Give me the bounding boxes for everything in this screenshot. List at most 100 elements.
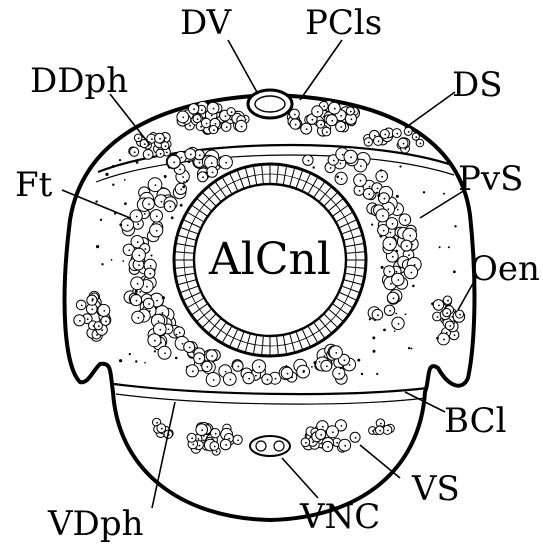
ventral-cell-nucleus — [214, 446, 216, 448]
pericardial-cell-nucleus — [340, 115, 342, 117]
fat-cell-nucleus — [189, 347, 191, 349]
fat-cell-nucleus — [409, 235, 411, 237]
pericardial-cell-nucleus — [312, 119, 314, 121]
pericardial-cell-nucleus — [374, 135, 376, 137]
fat-cell-nucleus — [161, 201, 163, 203]
fat-cell-nucleus — [159, 329, 161, 331]
label-pcls: PCls — [305, 3, 382, 43]
fat-cell-nucleus — [287, 373, 289, 375]
pericardial-cell-nucleus — [206, 123, 208, 125]
hemocyte-dot — [453, 270, 456, 273]
fat-cell-nucleus — [349, 364, 351, 366]
leader-pcls — [300, 40, 342, 100]
pericardial-cell-nucleus — [317, 111, 319, 113]
fat-cell-nucleus — [138, 255, 140, 257]
pericardial-cell-nucleus — [226, 126, 228, 128]
fat-cell-nucleus — [148, 303, 150, 305]
pericardial-cell-nucleus — [326, 131, 328, 133]
fat-cell-nucleus — [405, 219, 407, 221]
hemocyte-dot — [136, 161, 139, 164]
oenocyte-nucleus — [443, 339, 445, 341]
hemocyte-dot — [186, 180, 188, 182]
pericardial-cell-nucleus — [384, 134, 386, 136]
label-pvs: PvS — [458, 159, 523, 199]
oenocyte-nucleus — [103, 310, 105, 312]
oenocyte-nucleus — [101, 329, 103, 331]
fat-cell-nucleus — [158, 320, 160, 322]
fat-cell-nucleus — [138, 264, 140, 266]
fat-cell-nucleus — [192, 370, 194, 372]
hemocyte-dot — [376, 373, 378, 375]
fat-cell-nucleus — [162, 312, 164, 314]
oenocyte-nucleus — [447, 300, 449, 302]
hemocyte-dot — [122, 260, 124, 262]
ventral-cell-nucleus — [387, 430, 389, 432]
fat-cell-nucleus — [182, 343, 184, 345]
fat-cell-nucleus — [156, 230, 158, 232]
pericardial-cell-nucleus — [351, 118, 353, 120]
hemocyte-dot — [439, 246, 441, 248]
pericardial-cell-nucleus — [215, 123, 217, 125]
label-vnc: VNC — [299, 497, 380, 537]
fat-cell-nucleus — [180, 189, 182, 191]
hemocyte-dot — [124, 202, 127, 205]
pericardial-cell-nucleus — [134, 151, 136, 153]
fat-cell-nucleus — [229, 379, 231, 381]
hemocyte-dot — [336, 176, 339, 179]
pericardial-cell-nucleus — [211, 115, 213, 117]
oenocyte-nucleus — [449, 325, 451, 327]
ventral-cell-nucleus — [320, 434, 322, 436]
hemocyte-dot — [448, 246, 450, 248]
fat-cell-nucleus — [144, 213, 146, 215]
fat-cell-nucleus — [255, 375, 257, 377]
pericardial-cell-nucleus — [350, 111, 352, 113]
hemocyte-dot — [374, 319, 376, 321]
ventral-cell-nucleus — [199, 445, 201, 447]
pericardial-cell-nucleus — [144, 143, 146, 145]
hemocyte-dot — [413, 249, 415, 251]
fat-cell-nucleus — [202, 176, 204, 178]
hemocyte-dot — [176, 334, 178, 336]
hemocyte-dot — [431, 302, 434, 305]
fat-cell-nucleus — [308, 160, 310, 162]
fat-cell-nucleus — [392, 256, 394, 258]
fat-cell-nucleus — [350, 156, 352, 158]
fat-cell-nucleus — [136, 216, 138, 218]
hemocyte-dot — [311, 366, 313, 368]
fat-cell-nucleus — [213, 379, 215, 381]
pericardial-cell-nucleus — [138, 137, 140, 139]
hemocyte-dot — [129, 353, 131, 355]
fat-cell-nucleus — [146, 286, 148, 288]
pericardial-cell-nucleus — [201, 109, 203, 111]
fat-cell-nucleus — [333, 160, 335, 162]
pericardial-cell-nucleus — [378, 140, 380, 142]
pericardial-cell-nucleus — [323, 106, 325, 108]
hemocyte-dot — [383, 329, 386, 332]
fat-cell-nucleus — [169, 206, 171, 208]
ventral-nerve-cord — [250, 436, 290, 456]
ventral-cell-nucleus — [341, 425, 343, 427]
fat-cell-nucleus — [411, 272, 413, 274]
fat-cell-nucleus — [154, 340, 156, 342]
fat-cell-nucleus — [390, 283, 392, 285]
fat-cell-nucleus — [359, 190, 361, 192]
fat-cell-nucleus — [212, 172, 214, 174]
fat-cell-nucleus — [326, 365, 328, 367]
fat-cell-nucleus — [368, 193, 370, 195]
fat-cell-nucleus — [369, 186, 371, 188]
pericardial-cell-nucleus — [340, 126, 342, 128]
label-ft: Ft — [15, 165, 53, 205]
pericardial-cell-nucleus — [189, 125, 191, 127]
oenocyte-nucleus — [454, 334, 456, 336]
ventral-cell-nucleus — [332, 431, 334, 433]
ventral-cell-nucleus — [201, 429, 203, 431]
ventral-cell-nucleus — [192, 444, 194, 446]
pericardial-cell-nucleus — [403, 143, 405, 145]
pericardial-cell-nucleus — [159, 138, 161, 140]
fat-cell-nucleus — [181, 157, 183, 159]
leader-dv — [228, 40, 258, 94]
ventral-cell-nucleus — [305, 442, 307, 444]
label-oen: Oen — [470, 249, 540, 289]
